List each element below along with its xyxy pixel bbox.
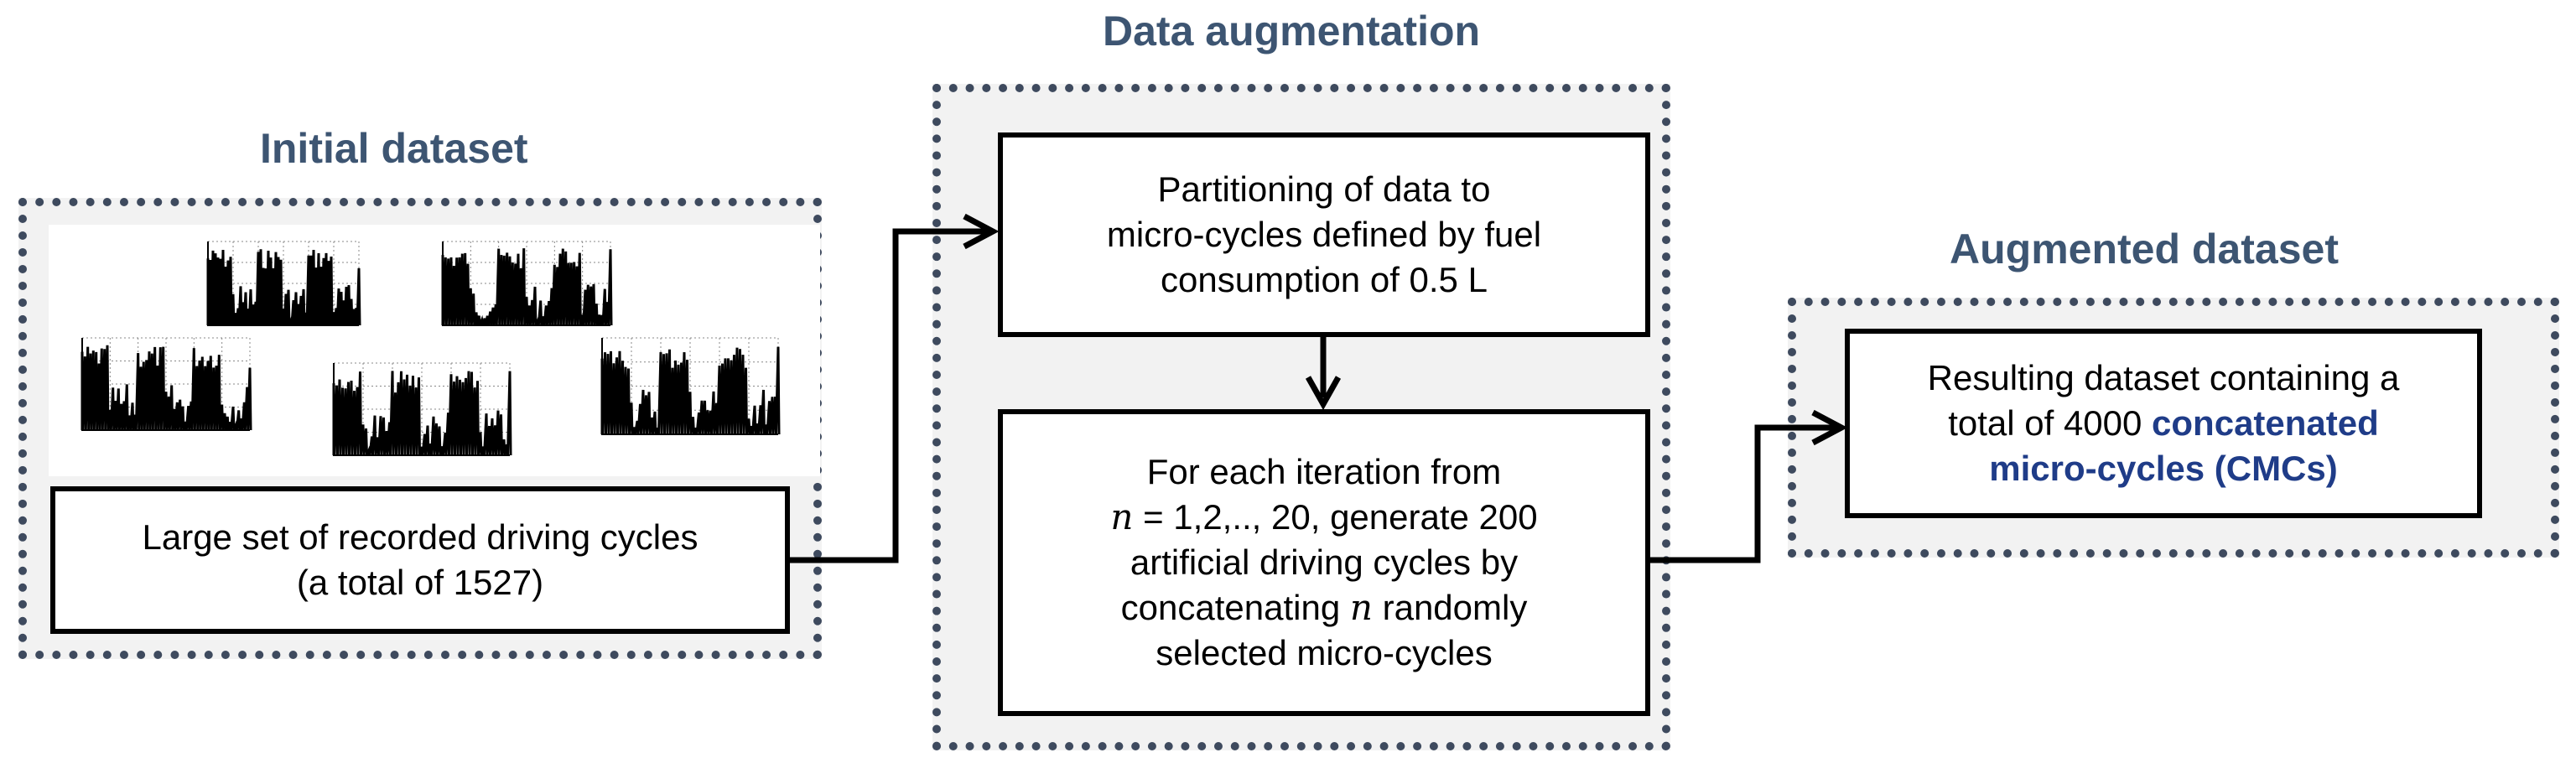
recorded-cycles-box: Large set of recorded driving cycles (a … bbox=[50, 486, 790, 634]
partitioning-line-1: Partitioning of data to bbox=[1157, 169, 1491, 209]
iteration-line-4: concatenating n randomly bbox=[1121, 585, 1528, 631]
recorded-driving-cycles-plots bbox=[49, 225, 820, 476]
partitioning-box: Partitioning of data to micro-cycles def… bbox=[998, 132, 1650, 337]
iteration-line-3: artificial driving cycles by bbox=[1130, 542, 1519, 582]
arrowhead-iteration bbox=[1305, 376, 1342, 411]
iteration-line-2-rest: , generate 200 bbox=[1310, 497, 1538, 537]
arrow-iteration-to-result bbox=[1650, 424, 1836, 563]
arrowhead-result bbox=[1811, 409, 1848, 446]
partitioning-line-3: consumption of 0.5 L bbox=[1161, 260, 1488, 299]
iteration-line-5: selected micro-cycles bbox=[1156, 633, 1493, 672]
iteration-line-4-post: randomly bbox=[1372, 588, 1528, 627]
iteration-variable-n: n bbox=[1110, 496, 1134, 537]
driving-cycle-thumbnail bbox=[441, 241, 613, 326]
driving-cycle-thumbnail bbox=[332, 362, 512, 456]
augmented-dataset-title: Augmented dataset bbox=[1950, 226, 2339, 272]
iteration-variable-n-2: n bbox=[1349, 587, 1373, 628]
result-line-1: Resulting dataset containing a bbox=[1927, 358, 2400, 397]
result-line-2: total of 4000 concatenated bbox=[1948, 401, 2379, 446]
arrow-initial-to-partitioning bbox=[790, 228, 988, 563]
iteration-box: For each iteration from n = 1,2,.., 20, … bbox=[998, 409, 1650, 716]
driving-cycle-thumbnail bbox=[80, 337, 252, 431]
result-line-2-pre: total of 4000 bbox=[1948, 403, 2153, 443]
result-line-3: micro-cycles (CMCs) bbox=[1989, 449, 2338, 488]
recorded-cycles-line-1: Large set of recorded driving cycles bbox=[142, 517, 699, 557]
recorded-cycles-line-2: (a total of 1527) bbox=[296, 563, 544, 602]
arrowhead-partitioning bbox=[963, 213, 1000, 250]
initial-dataset-title: Initial dataset bbox=[260, 125, 528, 172]
iteration-line-2: n = 1,2,.., 20, generate 200 bbox=[1110, 495, 1537, 540]
iteration-line-4-pre: concatenating bbox=[1120, 588, 1350, 627]
data-augmentation-title: Data augmentation bbox=[1103, 8, 1481, 54]
driving-cycle-thumbnail bbox=[206, 241, 361, 326]
resulting-dataset-box: Resulting dataset containing a total of … bbox=[1845, 329, 2482, 518]
iteration-range: = 1,2,.., 20 bbox=[1133, 497, 1311, 537]
iteration-line-1: For each iteration from bbox=[1146, 452, 1502, 491]
partitioning-line-2: micro-cycles defined by fuel bbox=[1106, 215, 1542, 254]
result-highlight-concatenated: concatenated bbox=[2152, 403, 2379, 443]
driving-cycle-thumbnail bbox=[600, 337, 781, 435]
